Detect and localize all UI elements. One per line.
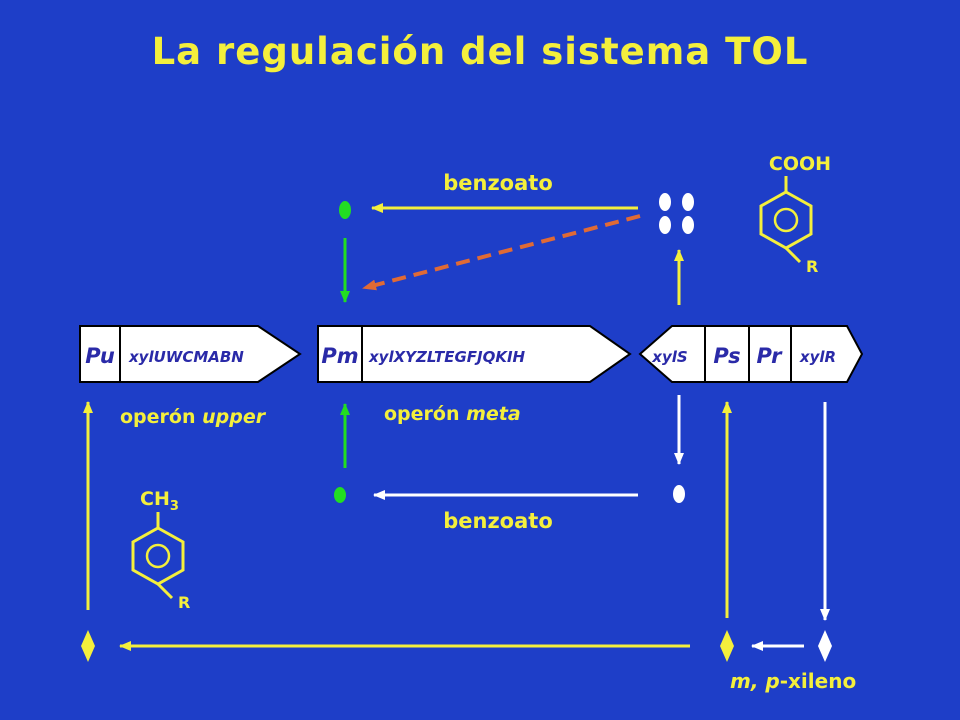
pr-promoter-label: Pr (756, 344, 783, 368)
green-dot-bottom (334, 487, 346, 503)
operon-upper-prefix: operón (120, 406, 202, 428)
yellow-diamond-right (720, 630, 734, 662)
cooh-label: COOH (769, 153, 831, 175)
upper-operon-box: Pu xylUWCMABN (79, 325, 302, 383)
upper-genes-label: xylUWCMABN (128, 348, 244, 366)
dashed-arrow-to-pm (362, 214, 641, 291)
ch3-label: CH3 (140, 488, 179, 514)
green-dot-top (339, 201, 351, 219)
xylene-label: m, p-xileno (730, 669, 856, 693)
white-dot-bottom (673, 485, 685, 503)
meta-operon-box: Pm xylXYZLTEGFJQKIH (317, 325, 632, 383)
benzoato-label-bottom: benzoato (443, 509, 553, 533)
xylr-gene-label: xylR (799, 348, 836, 366)
benzoato-label-top: benzoato (443, 171, 553, 195)
r-label-bottom: R (178, 593, 190, 612)
xylene-m: m, (730, 669, 758, 693)
xyls-protein-dots (659, 193, 694, 234)
xyls-gene-label: xylS (651, 348, 687, 366)
pm-promoter-label: Pm (321, 344, 358, 368)
xylene-p: p (764, 669, 779, 693)
ps-promoter-label: Ps (713, 344, 740, 368)
meta-genes-label: xylXYZLTEGFJQKIH (368, 348, 526, 366)
operon-meta-name: meta (466, 403, 521, 425)
r-label-top: R (806, 257, 818, 276)
operon-meta-prefix: operón (384, 403, 466, 425)
xylene-rest: -xileno (780, 669, 856, 693)
operon-upper-label: operón upper (120, 406, 267, 428)
operon-meta-label: operón meta (384, 403, 521, 425)
yellow-diamond-left (81, 630, 95, 662)
regulatory-genes-box: xylS Ps Pr xylR (638, 325, 864, 383)
page-title: La regulación del sistema TOL (151, 30, 809, 73)
benzoate-molecule-icon: COOH R (759, 153, 831, 276)
ch3-subscript: 3 (170, 499, 179, 514)
operon-upper-name: upper (202, 406, 267, 428)
pu-promoter-label: Pu (85, 344, 115, 368)
ch3-main: CH (140, 488, 170, 510)
toluene-molecule-icon: CH3 R (131, 488, 190, 612)
white-diamond (818, 630, 832, 662)
